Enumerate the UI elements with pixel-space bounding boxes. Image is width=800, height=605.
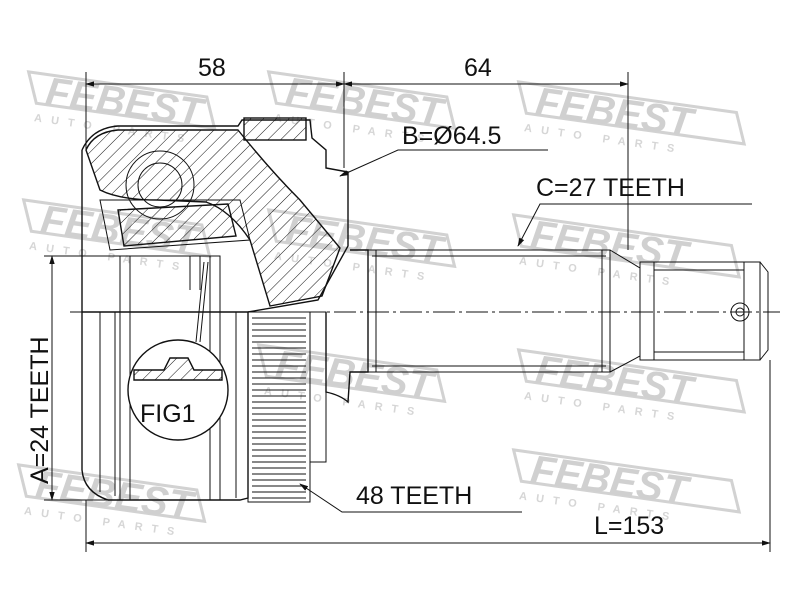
outer-shaft [367, 249, 611, 373]
leader-outer-teeth [517, 203, 752, 247]
threaded-tip [639, 261, 761, 361]
ball-inner [137, 162, 183, 208]
detail-hatch [133, 357, 223, 381]
bell-section-hatch [85, 129, 341, 307]
dim-label-inner-teeth: A=24 TEETH [26, 336, 54, 484]
detail-circle [127, 339, 229, 441]
dim-label-outer-teeth: C=27 TEETH [536, 174, 685, 202]
dim-label-58: 58 [198, 54, 226, 82]
dim-label-diameter: B=Ø64.5 [402, 122, 501, 150]
abs-ring-teeth [252, 317, 306, 499]
cv-joint-part: FIG1 [70, 117, 780, 503]
watermark-logo: FEBEST AUTO PARTS [516, 80, 747, 156]
watermark-logo: FEBEST AUTO PARTS [516, 348, 747, 424]
dim-label-64: 64 [464, 54, 492, 82]
leader-abs-teeth [299, 483, 522, 513]
watermark-logo: FEBEST AUTO PARTS [511, 213, 742, 289]
dimension-group: 58 64 B=Ø64.5 C=27 TEETH A=24 TEETH 48 T… [26, 54, 771, 552]
neck-outline [325, 249, 369, 404]
watermark-logo: FEBEST AUTO PARTS [256, 343, 447, 419]
figure-label: FIG1 [140, 400, 196, 428]
detail-leader [199, 261, 209, 343]
dim-label-total: L=153 [594, 512, 664, 540]
housing-outline [81, 150, 249, 501]
detail-leader [195, 261, 205, 343]
leader-diameter [339, 149, 548, 177]
inner-race-hatch [117, 203, 237, 247]
dim-label-abs-teeth: 48 TEETH [356, 482, 472, 510]
cage [99, 199, 251, 251]
tip-chamfer [759, 261, 769, 361]
retaining-clip [243, 117, 307, 141]
